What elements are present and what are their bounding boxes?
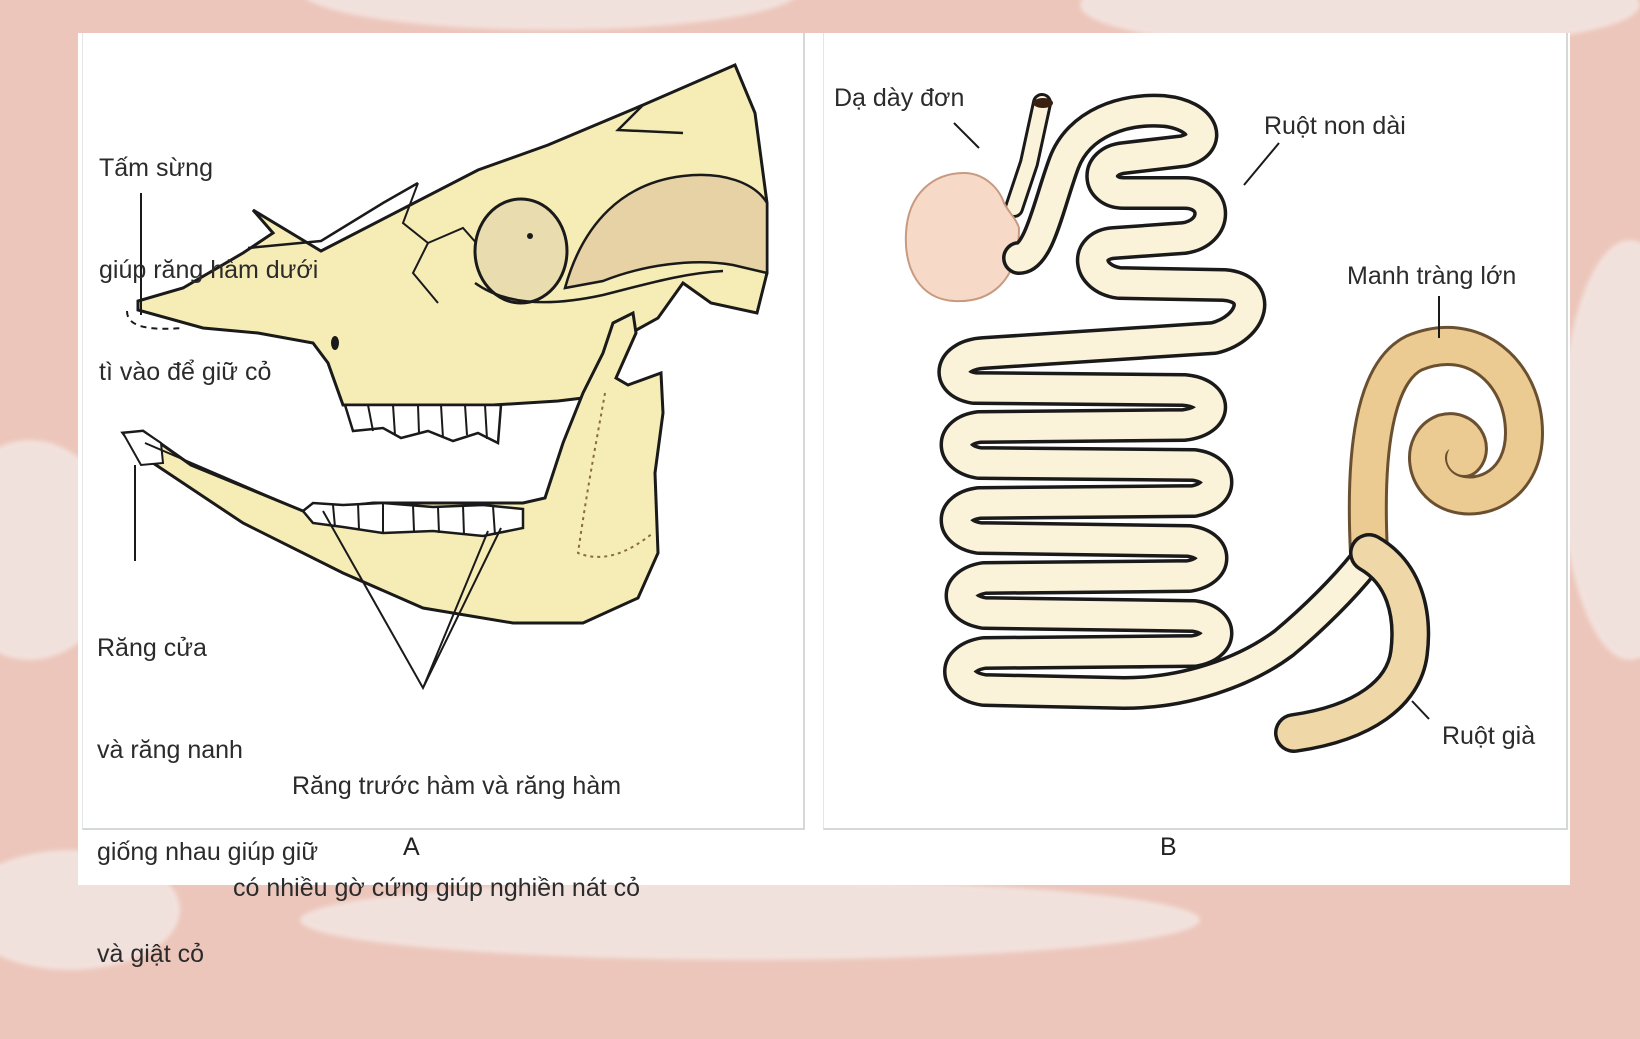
label-molars: Răng trước hàm và răng hàm có nhiều gờ c…: [233, 772, 641, 902]
skull-illustration: [120, 63, 769, 691]
caption-panel-b: B: [1160, 833, 1177, 861]
background-brush-stroke: [300, 0, 800, 30]
leader-line-stomach: [953, 122, 980, 149]
label-stomach: Dạ dày đơn: [834, 84, 965, 112]
label-horn-plate: Tấm sừng giúp răng hàm dưới tì vào để gi…: [99, 154, 319, 386]
panel-b-digestive-tract: Dạ dày đơn Ruột non dài Manh tràng lớn R…: [823, 33, 1568, 830]
leader-line-small-intestine: [1243, 142, 1280, 186]
cecum: [1347, 326, 1545, 573]
background-brush-stroke: [1560, 240, 1640, 660]
leader-line-large-intestine: [1411, 700, 1430, 720]
upper-molars: [343, 403, 503, 445]
label-cecum: Manh tràng lớn: [1347, 262, 1517, 290]
stomach: [904, 171, 1021, 303]
large-intestine: [1274, 533, 1431, 753]
label-large-intestine: Ruột già: [1442, 722, 1536, 750]
lower-incisors: [121, 429, 165, 467]
temporal-fossa: [563, 173, 769, 290]
mandible-shape: [120, 310, 665, 625]
digestive-tract-illustration: [904, 93, 1545, 753]
caption-panel-a: A: [403, 833, 420, 861]
panel-a-skull: Tấm sừng giúp răng hàm dưới tì vào để gi…: [82, 33, 805, 968]
figure-card: Tấm sừng giúp răng hàm dưới tì vào để gi…: [78, 33, 1570, 968]
label-small-intestine: Ruột non dài: [1264, 112, 1406, 140]
leader-line-molars: [322, 510, 502, 691]
orbit: [473, 197, 569, 305]
small-intestine: [937, 93, 1381, 710]
